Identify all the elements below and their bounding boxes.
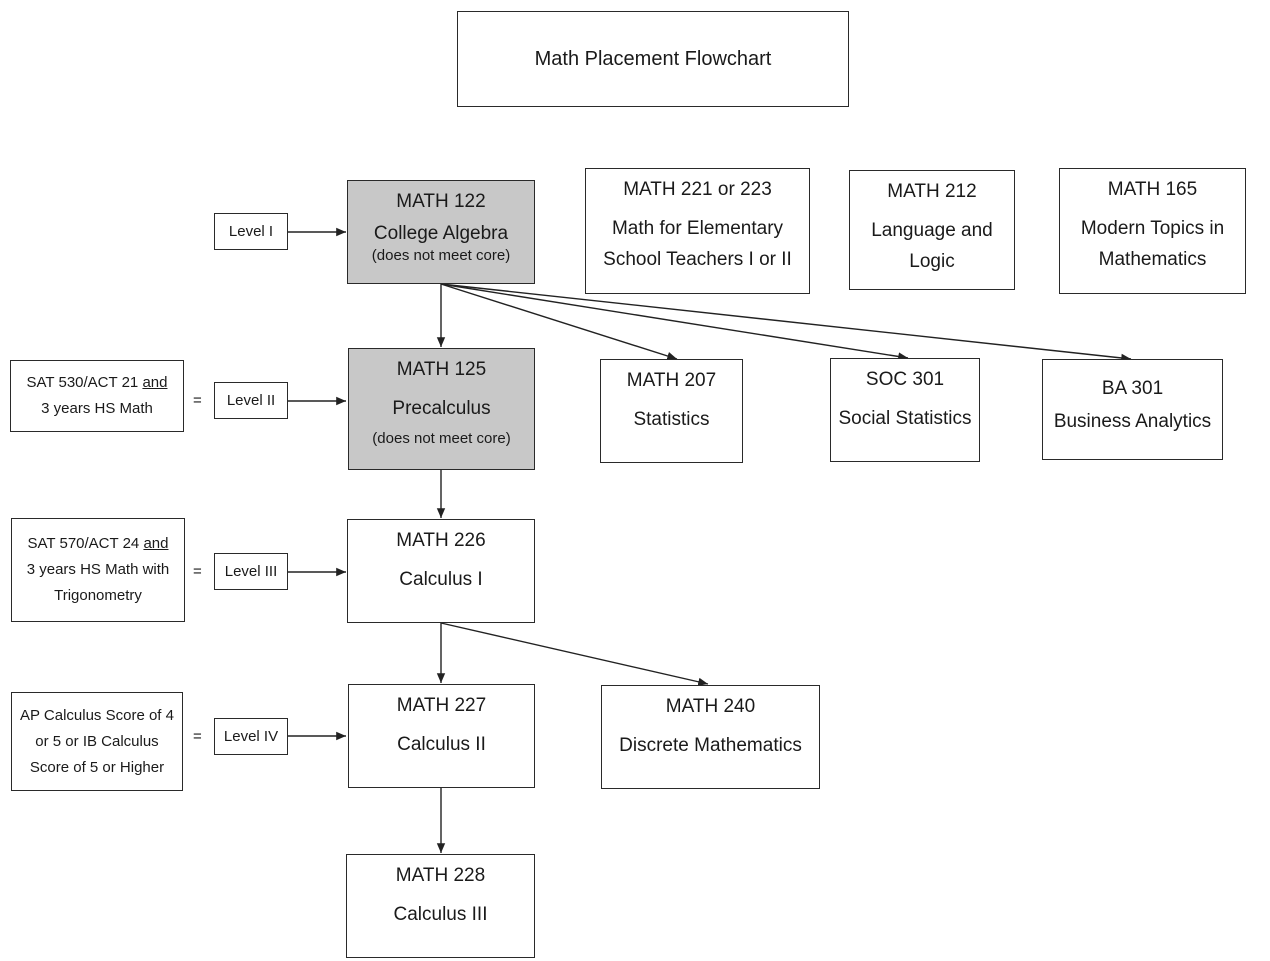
equals-sign: =: [193, 728, 202, 745]
equals-sign: =: [193, 563, 202, 580]
course-name: Modern Topics in Mathematics: [1080, 218, 1225, 270]
course-math-165: MATH 165 Modern Topics in Mathematics: [1059, 168, 1246, 294]
course-name: Calculus III: [393, 904, 488, 925]
course-math-122: MATH 122 College Algebra (does not meet …: [347, 180, 535, 284]
criteria-level-4: AP Calculus Score of 4 or 5 or IB Calcul…: [11, 692, 183, 791]
level-3-label: Level III: [224, 563, 278, 580]
course-math-228: MATH 228 Calculus III: [346, 854, 535, 958]
title-text: Math Placement Flowchart: [534, 47, 772, 70]
course-code: BA 301: [1101, 378, 1164, 399]
course-code: MATH 226: [396, 530, 486, 551]
criteria-text: 3 years HS Math with Trigonometry: [26, 561, 170, 604]
flowchart-title: Math Placement Flowchart: [457, 11, 849, 107]
course-code: MATH 240: [665, 696, 756, 717]
course-math-240: MATH 240 Discrete Mathematics: [601, 685, 820, 789]
course-soc-301: SOC 301 Social Statistics: [830, 358, 980, 462]
course-note: (does not meet core): [371, 247, 511, 264]
course-math-227: MATH 227 Calculus II: [348, 684, 535, 788]
criteria-emphasis: and: [142, 374, 168, 391]
course-code: MATH 165: [1107, 179, 1198, 200]
level-3-box: Level III: [214, 553, 288, 590]
level-4-box: Level IV: [214, 718, 288, 755]
course-math-221-223: MATH 221 or 223 Math for Elementary Scho…: [585, 168, 810, 294]
course-name: Language and Logic: [871, 220, 993, 272]
course-code: MATH 207: [626, 370, 717, 391]
level-4-label: Level IV: [223, 728, 279, 745]
course-name: Discrete Mathematics: [619, 735, 802, 756]
course-code: MATH 228: [395, 865, 486, 886]
course-name: Calculus II: [397, 734, 486, 755]
criteria-level-3: SAT 570/ACT 24 and 3 years HS Math with …: [11, 518, 185, 622]
criteria-emphasis: and: [143, 535, 169, 552]
criteria-text: SAT 570/ACT 24: [27, 535, 144, 552]
course-name: Precalculus: [392, 398, 491, 419]
arrow-math122-soc301: [440, 283, 909, 361]
course-name: Social Statistics: [838, 408, 972, 429]
course-code: MATH 212: [887, 181, 977, 202]
course-name: College Algebra: [373, 223, 509, 244]
course-math-226: MATH 226 Calculus I: [347, 519, 535, 623]
course-code: MATH 122: [396, 191, 486, 212]
arrow-math226-math240: [440, 622, 709, 686]
course-note: (does not meet core): [372, 430, 511, 447]
course-name: Statistics: [633, 409, 710, 430]
course-name: Business Analytics: [1053, 411, 1212, 432]
arrow-math122-math207: [440, 283, 678, 361]
course-code: MATH 125: [396, 359, 487, 380]
equals-sign: =: [193, 392, 202, 409]
course-code: MATH 221 or 223: [623, 179, 772, 200]
criteria-text: 3 years HS Math: [41, 400, 153, 417]
criteria-level-2-text: SAT 530/ACT 21 and 3 years HS Math: [27, 370, 168, 422]
course-math-207: MATH 207 Statistics: [600, 359, 743, 463]
course-math-125: MATH 125 Precalculus (does not meet core…: [348, 348, 535, 470]
course-ba-301: BA 301 Business Analytics: [1042, 359, 1223, 460]
course-math-212: MATH 212 Language and Logic: [849, 170, 1015, 290]
level-1-box: Level I: [214, 213, 288, 250]
course-code: MATH 227: [396, 695, 487, 716]
criteria-level-2: SAT 530/ACT 21 and 3 years HS Math: [10, 360, 184, 432]
arrow-math122-ba301: [440, 283, 1132, 363]
level-1-label: Level I: [228, 223, 274, 240]
criteria-level-3-text: SAT 570/ACT 24 and 3 years HS Math with …: [18, 531, 178, 609]
course-name: Calculus I: [399, 569, 483, 590]
course-name: Math for Elementary School Teachers I or…: [603, 218, 792, 270]
criteria-text: AP Calculus Score of 4 or 5 or IB Calcul…: [20, 706, 174, 776]
level-2-label: Level II: [226, 392, 276, 409]
criteria-text: SAT 530/ACT 21: [26, 374, 143, 391]
course-code: SOC 301: [865, 369, 945, 390]
level-2-box: Level II: [214, 382, 288, 419]
